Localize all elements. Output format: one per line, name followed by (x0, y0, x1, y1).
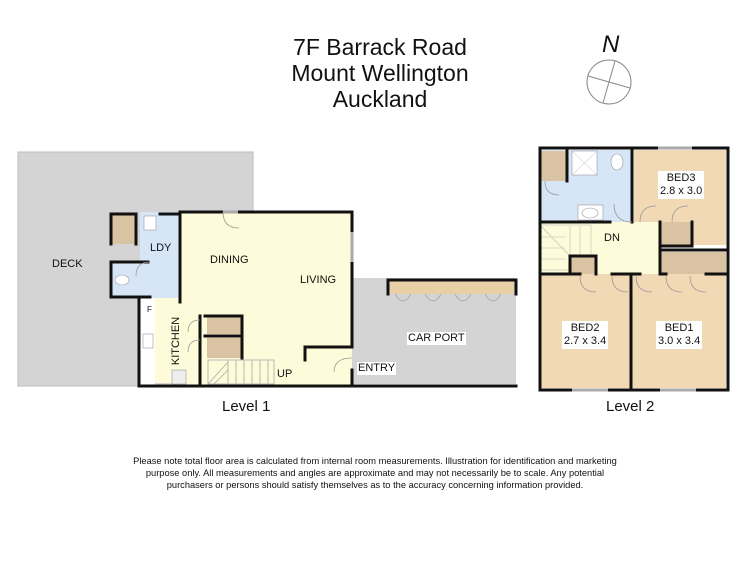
room-label-entry: ENTRY (357, 362, 397, 375)
room-label-bed1: BED1 3.0 x 3.4 (656, 321, 703, 349)
room-label-dining: DINING (210, 254, 249, 266)
room-label-carport: CAR PORT (407, 332, 466, 345)
level-2-label: Level 2 (606, 398, 655, 415)
bed2-name: BED2 (570, 322, 600, 334)
room-label-laundry: LDY (150, 242, 172, 254)
address-line-3: Auckland (332, 86, 428, 112)
room-label-deck: DECK (52, 258, 83, 270)
disclaimer-text: Please note total floor area is calculat… (133, 456, 617, 490)
room-label-bed3: BED3 2.8 x 3.0 (658, 171, 705, 199)
address-line-2: Mount Wellington (291, 60, 469, 86)
bed1-size: 3.0 x 3.4 (658, 335, 701, 347)
address-line-1: 7F Barrack Road (293, 34, 467, 60)
stairs-up-label: UP (277, 368, 293, 380)
compass-label: N (602, 31, 620, 58)
bed2-size: 2.7 x 3.4 (564, 335, 607, 347)
bed1-name: BED1 (664, 322, 694, 334)
compass-north-icon: N (570, 30, 640, 110)
bed3-name: BED3 (666, 172, 696, 184)
fridge-label: F (147, 305, 152, 314)
stairs-down-label: DN (604, 232, 620, 244)
room-label-living: LIVING (300, 274, 337, 286)
level-1-label: Level 1 (222, 398, 271, 415)
bed3-size: 2.8 x 3.0 (660, 185, 703, 197)
room-label-bed2: BED2 2.7 x 3.4 (562, 321, 609, 349)
property-address: 7F Barrack Road Mount Wellington Aucklan… (270, 34, 490, 112)
room-label-kitchen: KITCHEN (170, 316, 183, 366)
